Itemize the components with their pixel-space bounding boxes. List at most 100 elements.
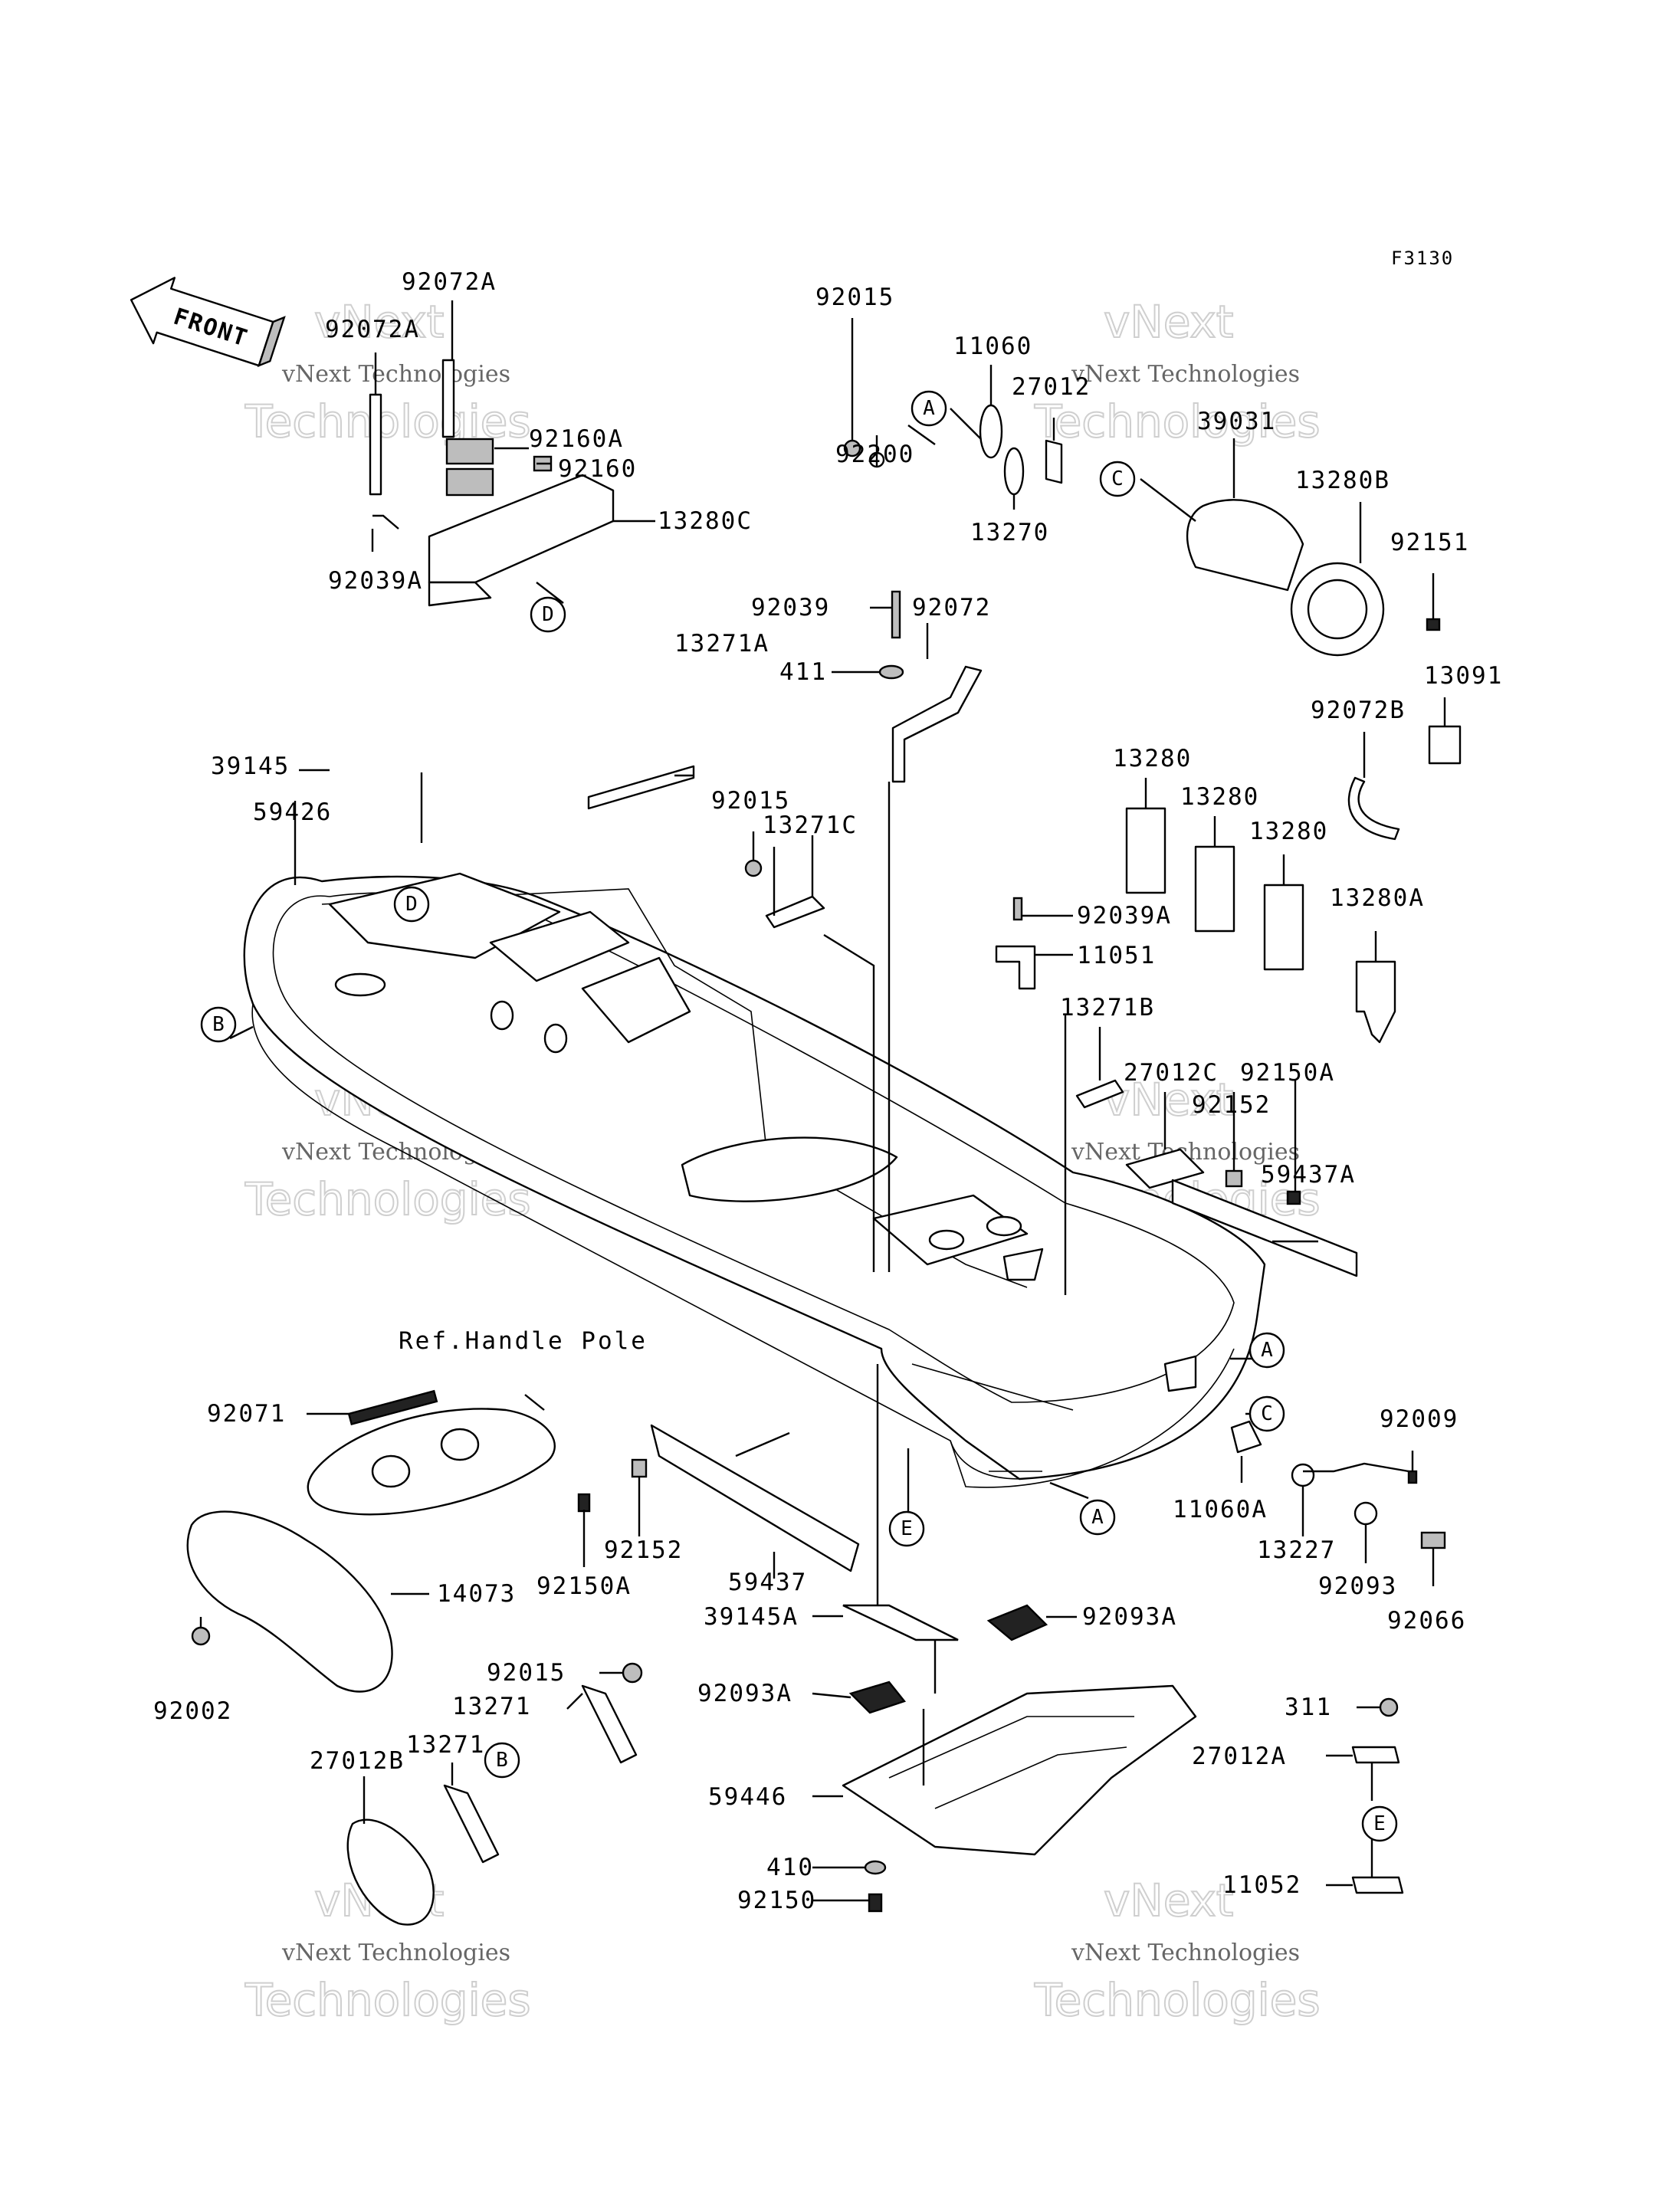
top-center-group <box>843 404 1462 841</box>
part-label: 92152 <box>1192 1091 1271 1119</box>
pad-92093a-r <box>986 1604 1048 1641</box>
part-labels: 92072A 92072A 92160A 92160 13280C 92039A… <box>153 268 1503 1914</box>
plate-13270 <box>1003 447 1025 496</box>
part-label: 92150 <box>737 1887 816 1914</box>
center-bottom-group <box>842 1604 1197 1913</box>
part-label: 92066 <box>1387 1607 1466 1635</box>
seat-well <box>681 1136 898 1202</box>
seal-92160a-upper <box>445 438 494 465</box>
part-label: 14073 <box>437 1580 516 1608</box>
watermark-line1: vNext <box>1104 1074 1233 1126</box>
bolt-92152-r <box>1225 1169 1243 1188</box>
part-label: 13280 <box>1113 745 1192 772</box>
part-label: 13271C <box>763 812 858 839</box>
hull-bottom-edge <box>950 1348 1235 1488</box>
screw-92009 <box>1407 1470 1418 1484</box>
callout-c2: C <box>1249 1395 1285 1432</box>
washer-92093 <box>1354 1501 1378 1526</box>
watermark-line1: vNext <box>1104 1874 1233 1926</box>
callout-d2: D <box>393 886 430 923</box>
part-label: 39145A <box>704 1603 799 1631</box>
right-bottom-group <box>1230 1420 1446 1894</box>
cover-14073 <box>186 1510 393 1693</box>
svg-text:A: A <box>1091 1506 1104 1529</box>
pin-92039a <box>372 514 399 530</box>
part-label: 92015 <box>815 284 894 311</box>
watermark-line1: vNext <box>1104 296 1233 348</box>
callout-c1: C <box>1099 461 1136 497</box>
bracket-11051 <box>995 945 1036 990</box>
bolt-27012 <box>1045 439 1063 484</box>
band-92072b <box>1347 776 1400 841</box>
plug-92066 <box>1420 1531 1446 1549</box>
svg-text:D: D <box>542 603 554 626</box>
plate-59446-rib-2 <box>934 1746 1127 1809</box>
callout-b2: B <box>484 1742 520 1779</box>
watermark-line3: Technologies <box>244 1974 531 2026</box>
part-label: 13271 <box>452 1693 531 1720</box>
part-label: 92039 <box>751 594 830 621</box>
part-label: 92093A <box>697 1680 792 1707</box>
callout-a3: A <box>1079 1499 1116 1536</box>
hull-plug-1 <box>928 1229 965 1251</box>
watermark-line3: Technologies <box>1034 395 1321 448</box>
handle-pole-boss-1 <box>371 1454 411 1488</box>
callout-a1: A <box>911 390 947 427</box>
watermark-bottom-right: vNext vNext Technologies Technologies <box>1033 1874 1321 2027</box>
part-label: 92093 <box>1318 1572 1397 1600</box>
part-label: 59426 <box>253 798 332 826</box>
part-label: 92002 <box>153 1697 232 1725</box>
part-label: 13280C <box>658 507 753 535</box>
part-label: 13091 <box>1424 662 1503 690</box>
watermark-line1: vNext <box>314 296 444 348</box>
watermark-line3: Technologies <box>244 1173 531 1225</box>
svg-text:C: C <box>1111 467 1124 490</box>
watermark-line2: vNext Technologies <box>281 361 510 388</box>
bracket-11052 <box>1351 1876 1404 1894</box>
hull-vent-right <box>543 1023 568 1054</box>
svg-text:C: C <box>1261 1402 1273 1425</box>
part-label: 11051 <box>1077 942 1156 969</box>
figure-code: F3130 <box>1391 248 1454 269</box>
rail-59437 <box>650 1424 860 1572</box>
ring-13280b-inner <box>1307 579 1368 640</box>
watermark-top-right: vNext vNext Technologies Technologies <box>1033 295 1321 448</box>
left-lower-group <box>186 1389 860 1693</box>
part-label: 27012 <box>1012 373 1091 401</box>
center-bracket-group <box>744 590 1036 990</box>
part-label: 92150A <box>1240 1059 1335 1087</box>
part-label: 92152 <box>604 1536 683 1564</box>
leader-lines <box>199 300 1446 1902</box>
part-label: 13227 <box>1257 1536 1336 1564</box>
part-label: 92015 <box>711 787 790 815</box>
hull-side-line <box>251 1003 1020 1480</box>
callout-e1: E <box>888 1510 925 1547</box>
pad-92093a-l <box>848 1681 907 1714</box>
plate-13271c <box>765 895 825 929</box>
front-arrow: FRONT <box>130 277 286 368</box>
plate-13271-upper <box>581 1684 638 1764</box>
rail-59437a <box>1171 1179 1358 1277</box>
part-label: 39145 <box>211 753 290 780</box>
nut-92015-mid <box>744 859 763 877</box>
vent-27012c <box>1125 1148 1205 1189</box>
svg-text:D: D <box>405 893 418 916</box>
gasket-11060 <box>979 404 1003 459</box>
clamp-13280a <box>1355 960 1396 1044</box>
callout-e2: E <box>1361 1805 1398 1842</box>
screw-92150a-b <box>577 1493 591 1513</box>
hull-plug-2 <box>986 1215 1022 1237</box>
cover-11060a <box>1230 1420 1262 1454</box>
callout-b1: B <box>200 1006 237 1043</box>
strap-right <box>441 359 455 438</box>
watermark-line3: Technologies <box>1034 1974 1321 2026</box>
part-label: 92072 <box>912 594 991 621</box>
svg-text:A: A <box>1261 1339 1273 1362</box>
part-label: 92015 <box>487 1659 566 1687</box>
right-mid-group <box>1075 1079 1358 1277</box>
clamp-13091 <box>1428 725 1462 765</box>
rear-vent-cover <box>1002 1248 1044 1281</box>
seal-39145a <box>842 1604 959 1641</box>
watermark-line2: vNext Technologies <box>1071 1940 1300 1966</box>
